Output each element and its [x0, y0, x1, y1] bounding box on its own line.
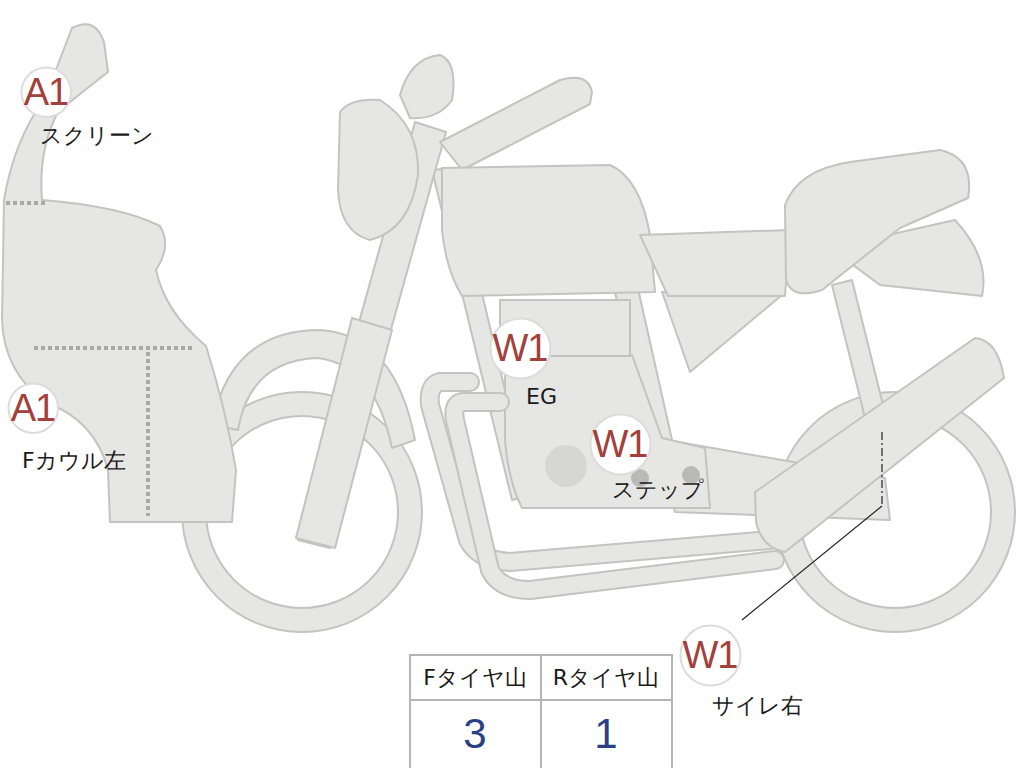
table-rule: [540, 655, 542, 768]
table-frame: [410, 655, 672, 768]
exhaust-pipe-outline: [454, 402, 775, 590]
front-cowl: [2, 24, 236, 522]
damage-marker: W1ステップ: [589, 413, 652, 476]
leader-line: [742, 506, 882, 620]
part-name: サイレ右: [712, 694, 803, 718]
damage-code: A1: [7, 382, 59, 427]
damage-marker: A1スクリーン: [20, 66, 72, 118]
handlebar: [440, 78, 592, 170]
generator-cover: [545, 445, 587, 487]
fuel-tank: [442, 165, 655, 296]
side-cover: [662, 292, 782, 372]
exhaust-pipe: [454, 402, 775, 590]
damage-marker: W1サイレ右: [679, 624, 742, 687]
damage-marker: A1Fカウル左: [7, 382, 59, 434]
table-value: 1: [594, 713, 617, 755]
headlight: [338, 100, 418, 240]
engine-case: [505, 355, 710, 508]
part-name: Fカウル左: [22, 449, 126, 473]
section-line: [34, 346, 192, 350]
table-value: 3: [463, 713, 486, 755]
part-name: EG: [526, 385, 557, 409]
part-name: スクリーン: [40, 124, 154, 148]
damage-code: W1: [489, 317, 552, 368]
rear-seat: [785, 150, 969, 293]
damage-code: W1: [679, 624, 742, 675]
seat: [640, 230, 790, 296]
fork-lower: [296, 318, 392, 548]
section-line: [146, 352, 150, 516]
meter: [400, 55, 454, 118]
part-name: ステップ: [612, 478, 704, 502]
table-header: Fタイヤ山: [423, 667, 527, 689]
muffler: [755, 338, 1004, 552]
damage-code: A1: [20, 66, 72, 111]
damage-marker: W1EG: [489, 317, 552, 380]
table-header: Rタイヤ山: [553, 667, 659, 689]
section-line: [6, 201, 46, 205]
damage-code: W1: [589, 413, 652, 464]
leader-line: [881, 432, 882, 506]
